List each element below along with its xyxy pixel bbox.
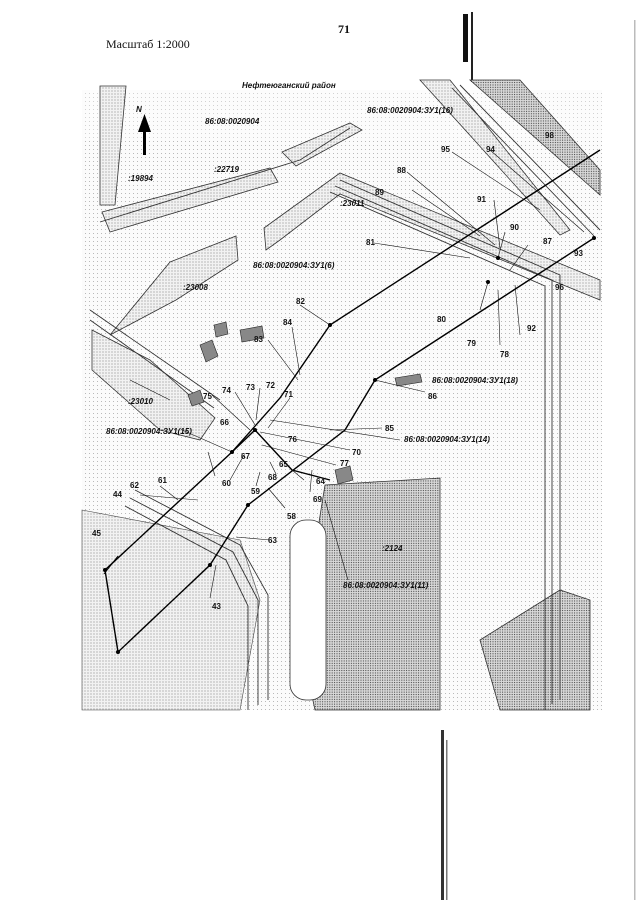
point-43: 43 bbox=[212, 602, 221, 611]
parcel-north-strip bbox=[281, 122, 363, 167]
leader-lines bbox=[129, 149, 585, 599]
point-72: 72 bbox=[266, 381, 275, 390]
quarter-label: 86:08:0020904 bbox=[205, 117, 260, 126]
buildings bbox=[187, 321, 423, 485]
zone-zu16: 86:08:0020904:ЗУ1(16) bbox=[367, 106, 453, 115]
parcel-22719-area bbox=[101, 167, 279, 233]
parcel-east-area bbox=[479, 589, 591, 711]
point-64: 64 bbox=[316, 477, 325, 486]
parcel-23011-area bbox=[263, 172, 601, 301]
point-79: 79 bbox=[467, 339, 476, 348]
zone-zu11: 86:08:0020904:ЗУ1(11) bbox=[343, 581, 429, 590]
point-68: 68 bbox=[268, 473, 277, 482]
point-59: 59 bbox=[251, 487, 260, 496]
point-90: 90 bbox=[510, 223, 519, 232]
point-92: 92 bbox=[527, 324, 536, 333]
zone-zu15: 86:08:0020904:ЗУ1(15) bbox=[106, 427, 192, 436]
point-67: 67 bbox=[241, 452, 250, 461]
parcel-23008: :23008 bbox=[183, 283, 208, 292]
zone-zu14: 86:08:0020904:ЗУ1(14) bbox=[404, 435, 490, 444]
point-82: 82 bbox=[296, 297, 305, 306]
point-71: 71 bbox=[284, 390, 293, 399]
point-94: 94 bbox=[486, 145, 495, 154]
parcel-19894: :19894 bbox=[128, 174, 153, 183]
point-88: 88 bbox=[397, 166, 406, 175]
point-98: 98 bbox=[545, 131, 554, 140]
north-label: N bbox=[136, 105, 142, 114]
point-76: 76 bbox=[288, 435, 297, 444]
parcel-23011: :23011 bbox=[340, 199, 365, 208]
parcel-shapes bbox=[81, 79, 601, 711]
parcel-22719: :22719 bbox=[214, 165, 239, 174]
north-arrow: N bbox=[136, 105, 151, 155]
point-labels: 43 44 45 58 59 60 61 62 63 64 65 66 67 6… bbox=[92, 131, 583, 611]
parcel-2124-inner bbox=[289, 519, 327, 701]
route-vertices bbox=[103, 236, 596, 654]
point-74: 74 bbox=[222, 386, 231, 395]
parcel-23010-area bbox=[91, 329, 216, 441]
parcel-south-west-area bbox=[81, 509, 261, 711]
scan-artifacts bbox=[441, 12, 636, 900]
point-93: 93 bbox=[574, 249, 583, 258]
route-main bbox=[104, 149, 601, 653]
parcel-north-east-wedge bbox=[468, 79, 601, 196]
point-95: 95 bbox=[441, 145, 450, 154]
point-69: 69 bbox=[313, 495, 322, 504]
point-73: 73 bbox=[246, 383, 255, 392]
point-60: 60 bbox=[222, 479, 231, 488]
route-lines bbox=[103, 149, 601, 653]
parcel-2124: :2124 bbox=[382, 544, 403, 553]
point-84: 84 bbox=[283, 318, 292, 327]
point-87: 87 bbox=[543, 237, 552, 246]
point-83: 83 bbox=[254, 335, 263, 344]
point-63: 63 bbox=[268, 536, 277, 545]
point-44: 44 bbox=[113, 490, 122, 499]
point-77: 77 bbox=[340, 459, 349, 468]
point-66: 66 bbox=[220, 418, 229, 427]
map-scale: Масштаб 1:2000 bbox=[106, 37, 190, 51]
point-78: 78 bbox=[500, 350, 509, 359]
parcel-19894-area bbox=[99, 85, 127, 206]
point-91: 91 bbox=[477, 195, 486, 204]
parcel-23008-area bbox=[109, 235, 239, 336]
point-75: 75 bbox=[203, 392, 212, 401]
point-81: 81 bbox=[366, 238, 375, 247]
point-62: 62 bbox=[130, 481, 139, 490]
corridor-bands bbox=[89, 84, 601, 710]
point-89: 89 bbox=[375, 188, 384, 197]
district-label: Нефтеюганский район bbox=[242, 81, 336, 90]
point-70: 70 bbox=[352, 448, 361, 457]
zone-zu6: 86:08:0020904:ЗУ1(6) bbox=[253, 261, 335, 270]
point-58: 58 bbox=[287, 512, 296, 521]
parcel-23010: :23010 bbox=[128, 397, 153, 406]
point-85: 85 bbox=[385, 424, 394, 433]
page-number: 71 bbox=[338, 22, 350, 36]
zone-zu18: 86:08:0020904:ЗУ1(18) bbox=[432, 376, 518, 385]
point-86: 86 bbox=[428, 392, 437, 401]
point-65: 65 bbox=[279, 460, 288, 469]
point-80: 80 bbox=[437, 315, 446, 324]
route-south bbox=[117, 237, 595, 653]
parcel-north-east-band bbox=[419, 79, 571, 236]
route-branch bbox=[231, 429, 331, 481]
point-45: 45 bbox=[92, 529, 101, 538]
point-61: 61 bbox=[158, 476, 167, 485]
point-96: 96 bbox=[555, 283, 564, 292]
